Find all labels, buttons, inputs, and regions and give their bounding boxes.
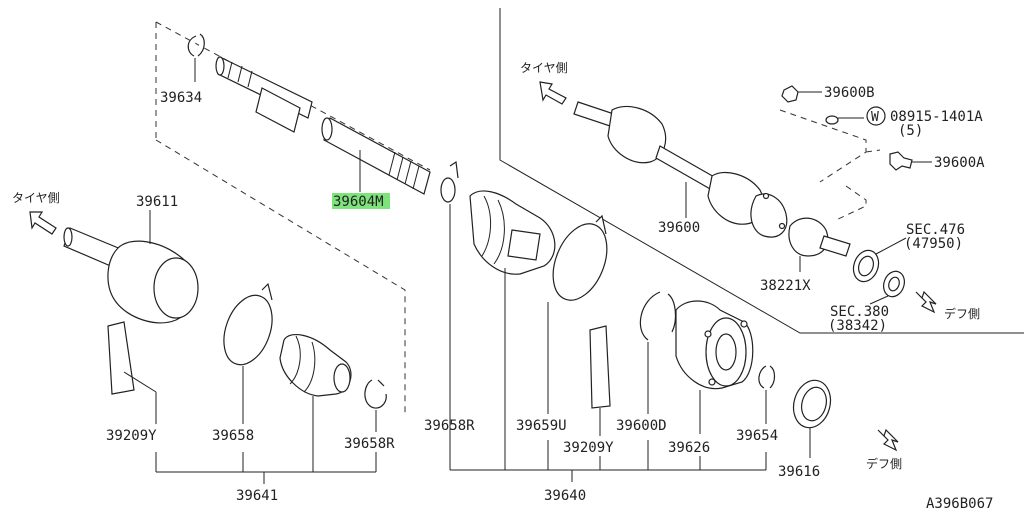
washer-symbol-icon bbox=[866, 106, 886, 126]
bolt-icon[interactable] bbox=[781, 85, 799, 103]
part-label-39600[interactable]: 39600 bbox=[658, 220, 700, 236]
boot-band-part[interactable] bbox=[215, 282, 281, 371]
inner-spline-shaft-part[interactable] bbox=[215, 56, 313, 133]
part-label-39611[interactable]: 39611 bbox=[136, 194, 178, 210]
direction-arrow-icon bbox=[29, 211, 57, 235]
leader-line bbox=[123, 371, 157, 393]
part-quantity: (5) bbox=[898, 123, 923, 139]
part-label-39616[interactable]: 39616 bbox=[778, 464, 820, 480]
part-label-39209y-center[interactable]: 39209Y bbox=[563, 440, 614, 456]
part-label-38221x[interactable]: 38221X bbox=[760, 278, 811, 294]
circlip-part[interactable] bbox=[187, 33, 205, 57]
direction-label-diff-side-upper: デフ側 bbox=[944, 306, 980, 321]
washer-symbol: W bbox=[871, 110, 879, 125]
part-label-39600b[interactable]: 39600B bbox=[824, 85, 875, 101]
assembly-label-39640[interactable]: 39640 bbox=[544, 488, 586, 504]
large-boot-band-part[interactable] bbox=[543, 214, 617, 308]
part-label-39209y-left[interactable]: 39209Y bbox=[106, 428, 157, 444]
direction-arrow-icon bbox=[915, 290, 937, 314]
part-label-39658r-left[interactable]: 39658R bbox=[344, 436, 395, 452]
circlip-part[interactable] bbox=[758, 365, 776, 389]
joint-shaft-part[interactable] bbox=[321, 117, 431, 195]
joint-housing-part[interactable] bbox=[675, 300, 754, 390]
leader-line bbox=[869, 295, 889, 305]
assembly-bracket bbox=[450, 452, 767, 482]
part-label-39634[interactable]: 39634 bbox=[160, 90, 202, 106]
snap-ring-part[interactable] bbox=[639, 291, 677, 341]
highlight-marker bbox=[332, 193, 390, 209]
drive-shaft-assembly-part[interactable] bbox=[573, 101, 788, 238]
part-label-39600a[interactable]: 39600A bbox=[934, 155, 985, 171]
part-label-39658[interactable]: 39658 bbox=[212, 428, 254, 444]
right-panel-border bbox=[499, 8, 1024, 334]
section-ref-380[interactable]: SEC.380 bbox=[830, 304, 889, 320]
section-ref-476-code: (47950) bbox=[904, 236, 963, 252]
outer-cv-joint-part[interactable] bbox=[63, 227, 199, 324]
grease-tube-part[interactable] bbox=[589, 325, 611, 409]
boot-clamp-part[interactable] bbox=[364, 379, 387, 409]
dust-seal-part[interactable] bbox=[788, 376, 835, 432]
part-label-39600d[interactable]: 39600D bbox=[616, 418, 667, 434]
section-ref-476[interactable]: SEC.476 bbox=[906, 222, 965, 238]
boot-ring-part[interactable] bbox=[440, 160, 459, 203]
figure-code: A396B067 bbox=[926, 496, 993, 512]
part-label-08915[interactable]: 08915-1401A bbox=[890, 109, 983, 125]
part-label-39658r-center[interactable]: 39658R bbox=[424, 418, 475, 434]
bolt-icon[interactable] bbox=[889, 151, 913, 171]
washer-icon[interactable] bbox=[825, 115, 839, 125]
diff-seal-part[interactable] bbox=[880, 268, 908, 299]
leader-line bbox=[875, 237, 907, 255]
assembly-bracket bbox=[155, 452, 377, 484]
bearing-part[interactable] bbox=[849, 247, 882, 285]
direction-label-tire-side: タイヤ側 bbox=[12, 191, 60, 205]
direction-label-tire-side-right: タイヤ側 bbox=[520, 61, 568, 75]
part-label-39659u[interactable]: 39659U bbox=[516, 418, 567, 434]
section-ref-380-code: (38342) bbox=[828, 318, 887, 334]
part-label-39626[interactable]: 39626 bbox=[668, 440, 710, 456]
flange-part[interactable] bbox=[788, 217, 851, 257]
direction-arrow-icon bbox=[539, 81, 567, 105]
grease-tube-part[interactable] bbox=[107, 321, 135, 395]
outer-boot-part[interactable] bbox=[279, 333, 352, 397]
assembly-label-39641[interactable]: 39641 bbox=[236, 488, 278, 504]
part-label-39654[interactable]: 39654 bbox=[736, 428, 778, 444]
direction-arrow-icon bbox=[877, 428, 899, 452]
direction-label-diff-side: デフ側 bbox=[866, 456, 902, 471]
inner-boot-part[interactable] bbox=[469, 190, 556, 275]
bolt-group-boundary bbox=[779, 109, 881, 221]
part-label-39604m[interactable]: 39604M bbox=[333, 194, 384, 210]
